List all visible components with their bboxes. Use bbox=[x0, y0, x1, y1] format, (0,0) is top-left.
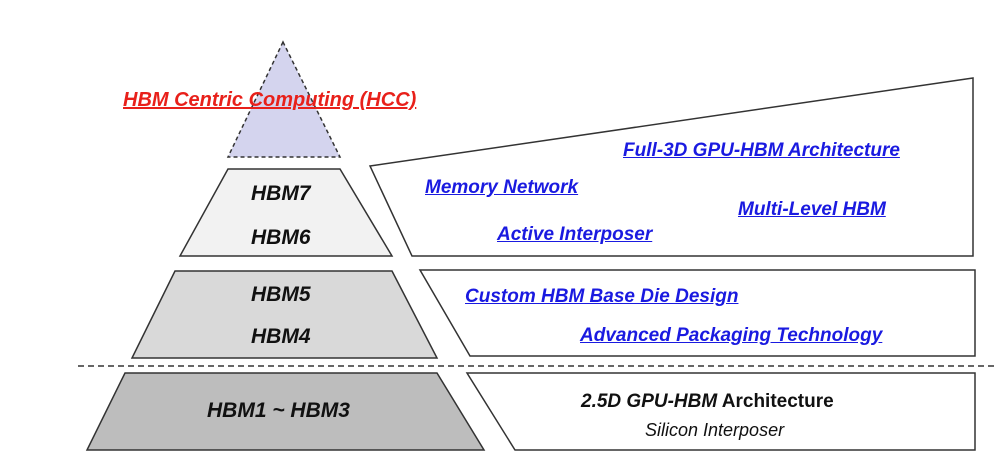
apex-triangle bbox=[226, 40, 342, 158]
base-panel-title: 2.5D GPU-HBM Architecture bbox=[581, 391, 834, 413]
base-panel-title-rest: Architecture bbox=[717, 391, 834, 412]
panel-top-shape bbox=[368, 77, 974, 257]
tier-label-hbm7: HBM7 bbox=[251, 182, 311, 205]
active-interposer-link[interactable]: Active Interposer bbox=[497, 224, 653, 245]
multi-level-hbm-link[interactable]: Multi-Level HBM bbox=[738, 199, 886, 220]
tier-label-hbm4: HBM4 bbox=[251, 325, 311, 348]
custom-base-die-link[interactable]: Custom HBM Base Die Design bbox=[465, 286, 739, 307]
advanced-packaging-link[interactable]: Advanced Packaging Technology bbox=[580, 325, 883, 346]
memory-network-link[interactable]: Memory Network bbox=[425, 177, 579, 198]
tier-top-shape bbox=[178, 168, 394, 257]
tier-base-shape bbox=[85, 372, 486, 451]
tier-label-hbm5: HBM5 bbox=[251, 283, 311, 306]
tier-label-hbm6: HBM6 bbox=[251, 226, 311, 249]
panel-base-shape bbox=[465, 372, 976, 451]
full-3d-architecture-link[interactable]: Full-3D GPU-HBM Architecture bbox=[623, 140, 900, 161]
panel-mid-shape bbox=[418, 269, 976, 357]
tier-label-hbm1-3: HBM1 ~ HBM3 bbox=[207, 399, 350, 422]
base-panel-title-italic: 2.5D GPU-HBM bbox=[581, 391, 718, 412]
tier-mid-shape bbox=[130, 270, 439, 359]
base-panel-subtitle: Silicon Interposer bbox=[645, 420, 785, 440]
hcc-label[interactable]: HBM Centric Computing (HCC) bbox=[123, 89, 417, 111]
